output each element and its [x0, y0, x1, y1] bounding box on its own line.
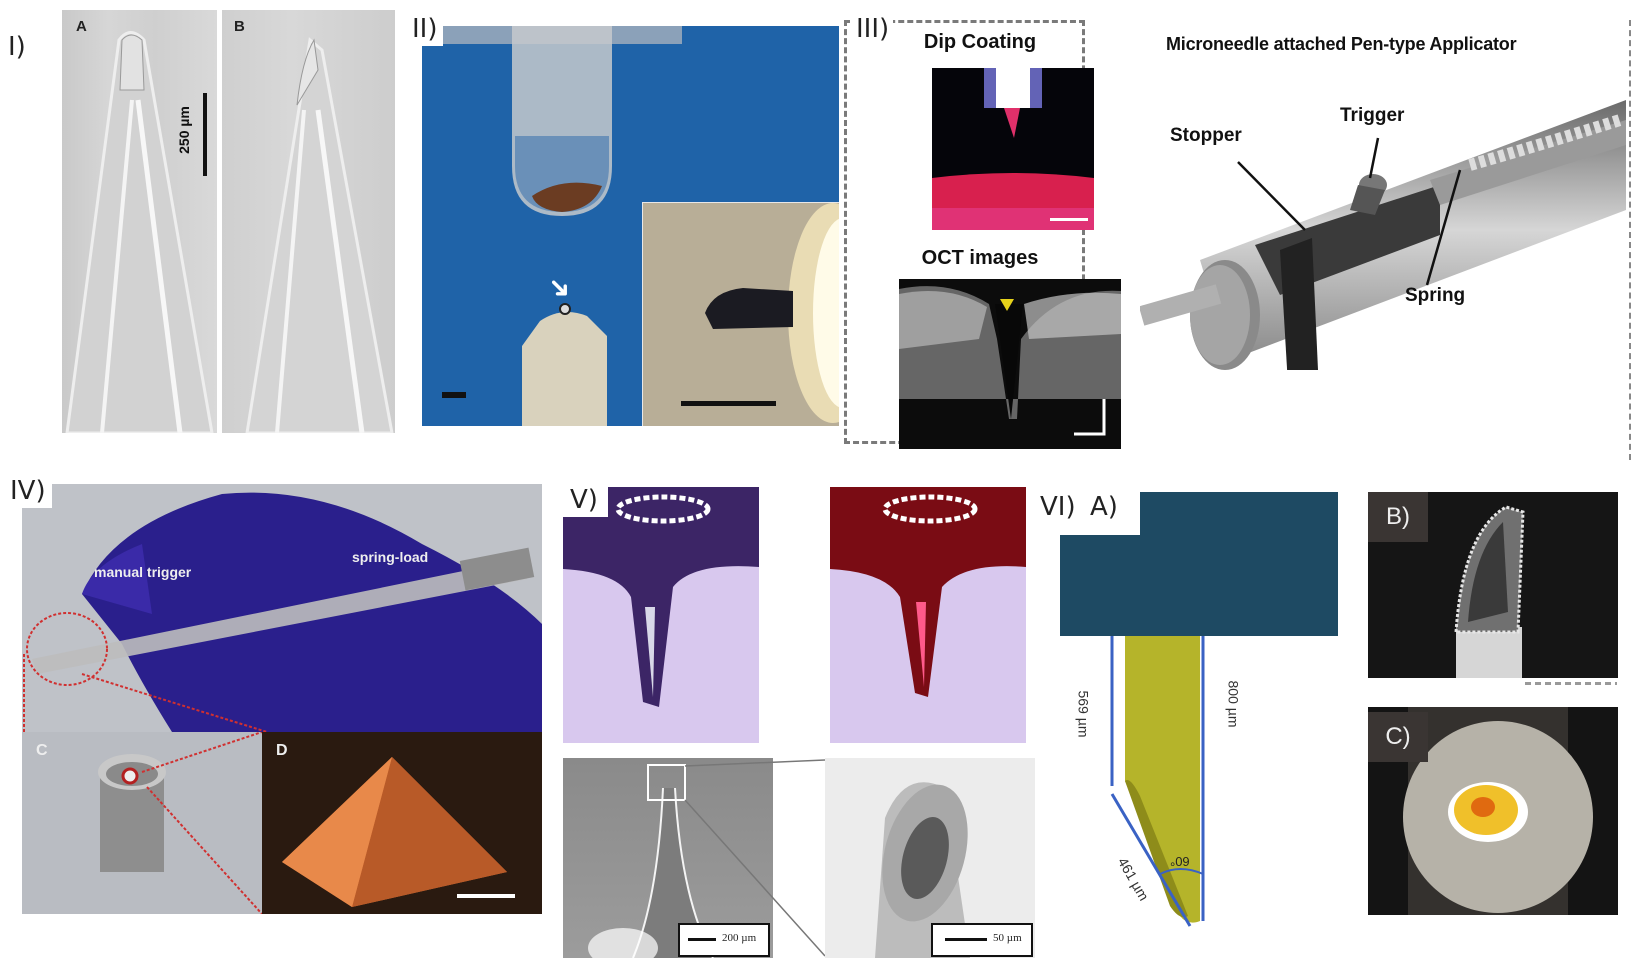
pipette-a-shape: [65, 31, 214, 433]
panel-v-image-purple: [563, 487, 759, 743]
subpanel-label-a: A: [76, 18, 87, 35]
oct-visual: [899, 286, 1121, 436]
dip-coating-visual: [932, 68, 1094, 230]
panel-label-iv: IV): [4, 474, 52, 508]
panel-i-image-b: B: [222, 10, 395, 433]
scale-bar-box-200: 200 µm: [678, 923, 770, 957]
vi-a-block-lower: [1060, 535, 1140, 636]
vi-a-block: [1140, 492, 1338, 636]
panel-iv-image-c: C: [22, 732, 262, 914]
callout-spring: Spring: [1405, 285, 1466, 306]
scale-bar-label-50: 50 µm: [993, 932, 1022, 944]
zoom-lines: [684, 759, 825, 957]
subpanel-label-d: D: [276, 742, 288, 759]
dimension-569: 569 µm: [1075, 690, 1092, 738]
needle-purple: [563, 487, 759, 707]
panel-ii-inset: [642, 202, 839, 426]
subpanel-label-b: B: [234, 18, 245, 35]
panel-label-i: I): [8, 30, 26, 64]
metal-disc: [1403, 707, 1593, 915]
sem-needle-zoom: [875, 782, 970, 958]
angle-60: 60°: [1170, 854, 1190, 869]
subpanel-label-c: C: [36, 742, 48, 759]
dimension-800: 800 µm: [1225, 680, 1242, 728]
tube-and-holder: [442, 26, 682, 426]
subpanel-label-vi-c: C): [1368, 712, 1428, 762]
annotation-manual-trigger: manual trigger: [94, 564, 192, 580]
panel-i-image-a: A 250 µm: [62, 10, 217, 433]
scale-bar-50: [945, 938, 987, 941]
panel-vi-image-c: C): [1368, 707, 1618, 915]
panel-iv-image-d: D: [262, 732, 542, 914]
panel-label-iii: III): [852, 12, 894, 46]
panel-ii-image: ➜: [422, 26, 839, 426]
needle-dimension-diagram: [1110, 636, 1205, 927]
callout-stopper: Stopper: [1170, 125, 1242, 146]
subpanel-label-vi-a: A): [1090, 490, 1118, 524]
sem-needle-wide: [588, 764, 714, 958]
scale-bar-label-200: 200 µm: [722, 932, 757, 944]
panel-label-vi: VI): [1040, 490, 1076, 524]
yellow-triangle-marker-icon: [1000, 299, 1014, 311]
applicator-drawing: [1140, 100, 1626, 370]
callout-arrows: [1237, 137, 1462, 286]
callout-trigger: Trigger: [1340, 105, 1405, 126]
scale-bar-200: [688, 938, 716, 941]
panel-label-v: V): [560, 483, 608, 517]
scale-bar-250: [203, 93, 207, 176]
oct-images-title: OCT images: [921, 247, 1039, 269]
hand-with-pen: [23, 492, 542, 732]
panel-v-image-red: [830, 487, 1026, 743]
panel-iv-main-image: manual trigger spring-load: [22, 484, 542, 732]
panel-label-ii: II): [406, 12, 444, 46]
applicator-diagram: Stopper Trigger Spring: [1140, 90, 1626, 370]
dip-coating-title: Dip Coating: [923, 31, 1037, 53]
scale-bar-label-250: 250 µm: [175, 106, 192, 154]
applicator-title: Microneedle attached Pen-type Applicator: [1166, 34, 1517, 54]
applicator-divider: [1629, 20, 1631, 460]
needle-red: [830, 487, 1026, 697]
inset-needle: [681, 203, 839, 423]
sem-beveled-tip: [1454, 505, 1525, 678]
vi-a-diagram: 569 µm 800 µm 461 µm 60°: [1060, 636, 1260, 956]
pipette-b-shape: [245, 37, 394, 433]
oct-image: [899, 279, 1121, 449]
annotation-spring-load: spring-load: [352, 549, 429, 565]
metal-cap: [98, 732, 262, 914]
vi-b-sem-info-bar: [1525, 682, 1617, 685]
orange-pyramid: [282, 757, 515, 907]
panel-v-sem-zoom: 50 µm: [825, 758, 1035, 958]
panel-vi-image-b: B): [1368, 492, 1618, 678]
subpanel-label-vi-b: B): [1368, 492, 1428, 542]
dip-coating-image: [932, 68, 1094, 230]
scale-bar-box-50: 50 µm: [931, 923, 1033, 957]
